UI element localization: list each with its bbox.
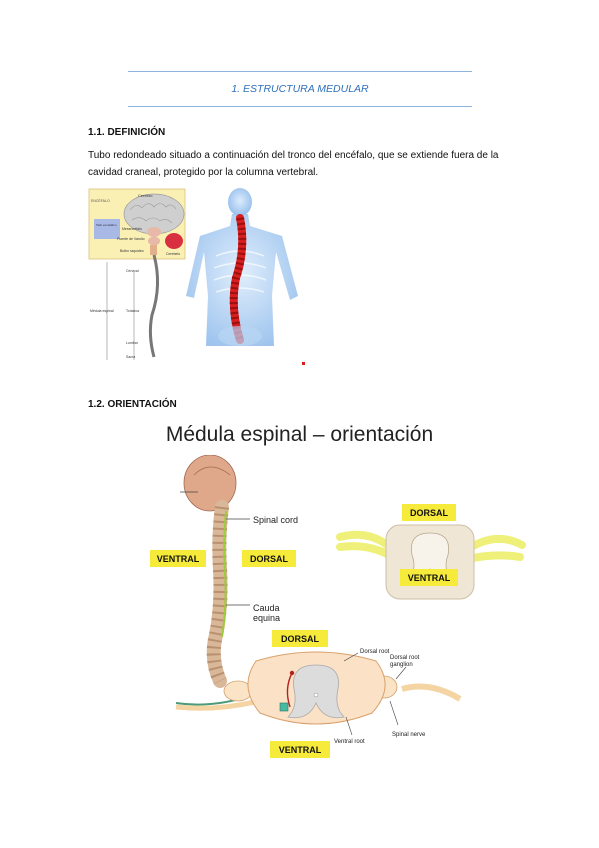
label-encefalo: ENCÉFALO [91,198,110,203]
definition-heading: 1.1. DEFINICIÓN [88,127,166,138]
label-tallo: Tallo encefálico [96,223,117,227]
brain-spinal-figure: Cerebro ENCÉFALO Tallo encefálico Mesenc… [88,188,186,360]
label-dorsal-root: Dorsal root [360,649,390,655]
orientation-figure: Spinal cord Cauda equina VENTRAL DORSAL … [150,455,526,758]
orientation-heading: 1.2. ORIENTACIÓN [88,399,177,410]
label-lumbar: Lumbar [126,341,139,345]
cerebellum-shape [165,233,183,249]
pelvis-shape [218,326,262,346]
dorsal-label-center-box [272,630,328,647]
dorsal-label-center: DORSAL [281,634,320,644]
label-ventral-root: Ventral root [334,739,365,745]
medulla-shape [150,245,157,255]
torso-shape [186,214,298,346]
label-medula: Médula espinal [90,309,114,313]
ventral-label-bottom-box [270,741,330,758]
header-rule-top [128,71,472,72]
label-cerebelo: Cerebelo [166,252,180,256]
label-dorsal-root-ganglion-1: Dorsal root [390,655,420,661]
label-cauda: Cauda [253,603,280,613]
dorsal-label-top: DORSAL [410,508,449,518]
dorsal-label-left-box [242,550,296,567]
dorsal-label-top-box [402,504,456,521]
header-rule-bottom [128,106,472,107]
pons-shape [148,236,160,246]
definition-text-line1: Tubo redondeado situado a continuación d… [88,150,499,161]
label-spinal-nerve: Spinal nerve [392,732,426,738]
ventral-label-left: VENTRAL [157,554,200,564]
cord-line [221,510,227,638]
label-puente: Puente de Varolio [117,237,145,241]
dorsal-label-left: DORSAL [250,554,289,564]
right-nerve-yellow [464,535,526,563]
ventral-label-left-box [150,550,206,567]
vertebral-column [206,500,229,688]
motor-neuron-marker [279,702,289,712]
definition-text-line2: cavidad craneal, protegido por la column… [88,167,319,178]
reflex-arc-red [286,672,293,708]
label-sacra: Sacra [126,355,135,359]
spinal-cord-line [148,254,159,358]
orientation-figure-title: Médula espinal – orientación [165,423,434,446]
label-mesencefalo: Mesencéfalo [122,227,142,231]
ventral-label-bottom: VENTRAL [279,745,322,755]
section-title: 1. ESTRUCTURA MEDULAR [231,83,369,95]
lower-gray-matter [287,664,345,719]
label-spinal-cord: Spinal cord [253,515,298,525]
skull-shape [183,455,237,512]
body-spine-illustration [186,188,305,365]
mesencephalon-shape [147,227,161,237]
label-cervical: Cervical [126,269,139,273]
ventral-label-right: VENTRAL [408,573,451,583]
label-bulbo: Bulbo raquídeo [120,249,144,253]
label-cerebro: Cerebro [138,193,153,198]
left-nerve-yellow [336,530,396,561]
head-shape [228,188,252,216]
brainstem-highlight [94,219,120,239]
label-toracica: Torácica [126,309,139,313]
label-dorsal-root-ganglion-2: ganglion [390,662,413,668]
ventral-label-right-box [400,569,458,586]
label-equina: equina [253,613,280,623]
